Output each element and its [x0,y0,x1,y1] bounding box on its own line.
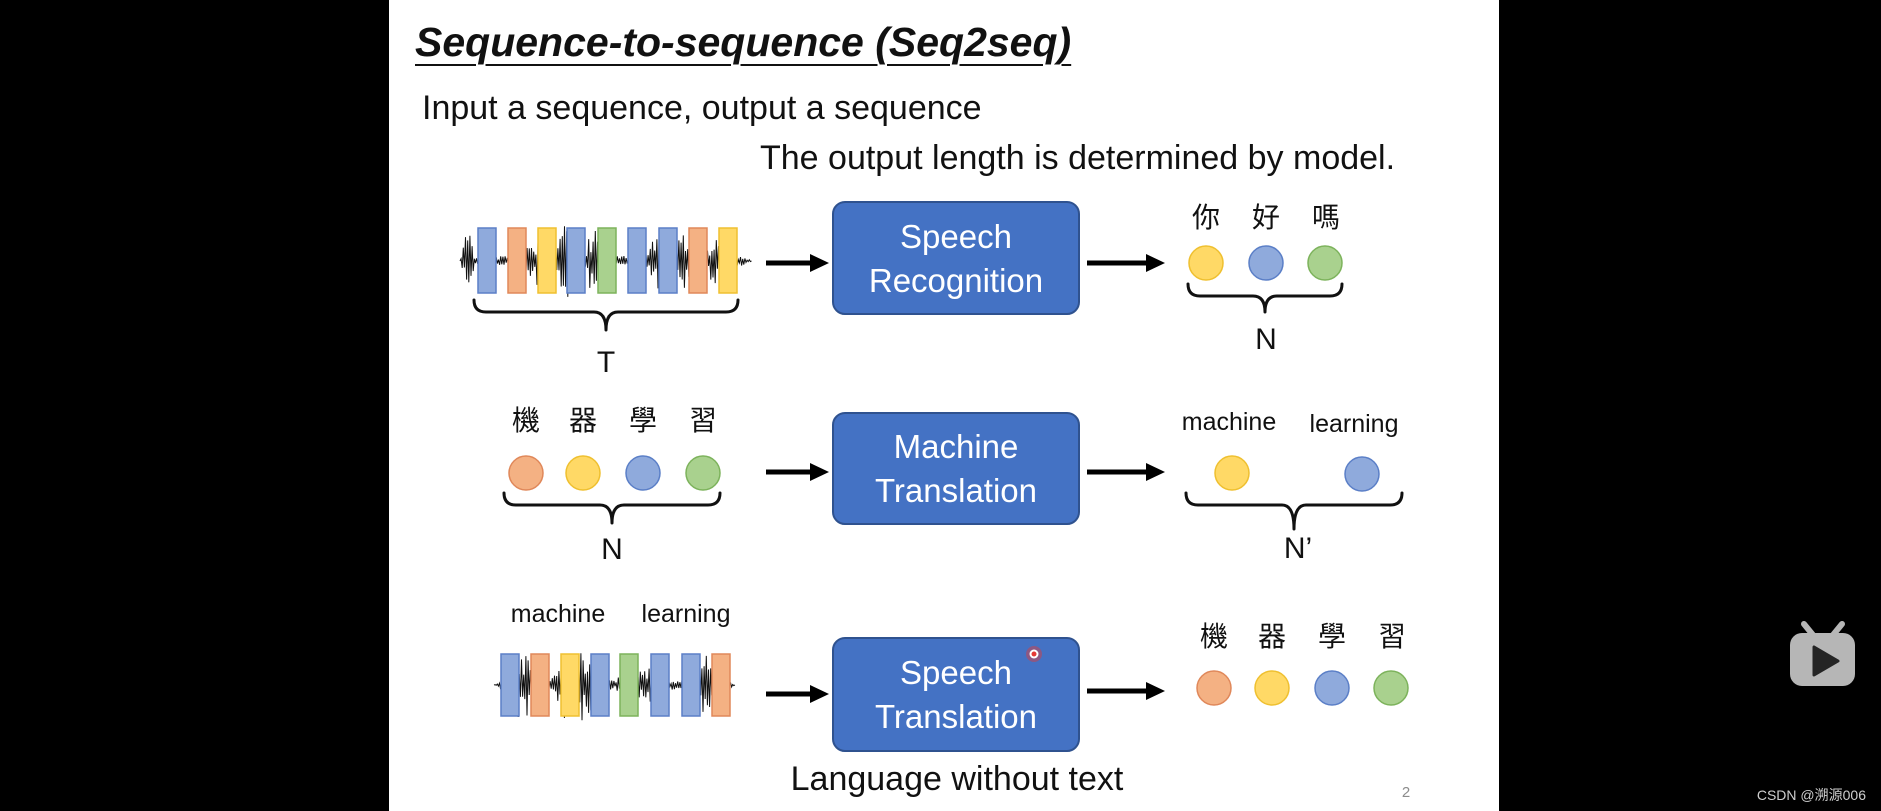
task-box-background [832,637,1080,752]
task-name-line1: Speech [900,654,1012,691]
input-vector [685,455,721,491]
input-vector [508,455,544,491]
acoustic-feature-vector [658,227,678,294]
right-arrow-icon [766,254,829,272]
task-name-line2: Translation [875,472,1037,509]
input-token: 機 [512,404,540,437]
output-token: machine [1182,408,1277,436]
output-token: 學 [1318,620,1346,653]
acoustic-feature-vector [537,227,557,294]
acoustic-feature-vector [507,227,527,294]
acoustic-feature-vector [688,227,708,294]
task-box-background [832,201,1080,315]
machine-translation-row: 機 器 學 習 N Machine Translation [502,404,1404,566]
output-vector [1188,245,1224,281]
speech-translation-row: machine learning Speech Translation [493,600,1409,798]
output-length-brace [1186,282,1344,314]
spoken-word-label: learning [642,600,731,628]
acoustic-feature-vector [530,653,550,717]
task-name-line1: Machine [894,428,1019,465]
output-vector [1254,670,1290,706]
acoustic-feature-vector [650,653,670,717]
task-name-line1: Speech [900,218,1012,255]
input-token: 器 [569,404,597,437]
input-length-label: N [601,533,623,566]
output-vector [1373,670,1409,706]
output-vector [1248,245,1284,281]
laser-pointer-core [1031,651,1037,657]
speech-recognition-row: T Speech Recognition 你 好 嗎 N [459,201,1344,379]
slide-title: Sequence-to-sequence (Seq2seq) [415,19,1072,65]
output-vector [1307,245,1343,281]
task-name-line2: Translation [875,698,1037,735]
input-vector [625,455,661,491]
output-token: 機 [1200,620,1228,653]
right-arrow-icon [766,463,829,481]
spoken-word-label: machine [511,600,606,628]
output-token: 習 [1378,620,1406,653]
input-token: 習 [689,404,717,437]
task-box: Machine Translation [832,412,1080,525]
csdn-watermark: CSDN @溯源006 [1757,787,1866,803]
acoustic-feature-vector [560,653,580,717]
acoustic-feature-vector [597,227,617,294]
input-token: 學 [629,404,657,437]
output-vector [1214,455,1250,491]
output-length-label: N [1255,323,1277,356]
acoustic-feature-vector [500,653,520,717]
task-box: Speech Recognition [832,201,1080,315]
acoustic-feature-vector [566,227,586,294]
acoustic-feature-vector [681,653,701,717]
output-token: learning [1310,410,1399,438]
output-vector [1314,670,1350,706]
acoustic-feature-vector [718,227,738,294]
output-token: 好 [1252,201,1280,234]
output-vector [1344,456,1380,492]
task-box: Speech Translation [832,637,1080,752]
output-token: 嗎 [1312,201,1340,234]
right-arrow-icon [1087,682,1165,700]
input-length-label: T [597,346,615,379]
acoustic-feature-vector [477,227,497,294]
task-name-line2: Recognition [869,262,1043,299]
slide-caption: Language without text [791,760,1124,798]
input-vector [565,455,601,491]
slide-page-number: 2 [1402,784,1410,801]
input-length-brace [472,298,740,332]
right-arrow-icon [766,685,829,703]
output-token: 器 [1258,620,1286,653]
input-length-brace [502,491,722,525]
right-arrow-icon [1087,254,1165,272]
task-box-background [832,412,1080,525]
acoustic-feature-vector [627,227,647,294]
output-length-label: N’ [1284,532,1312,565]
acoustic-feature-vector [590,653,610,717]
slide-note: The output length is determined by model… [760,139,1395,177]
acoustic-feature-vector [619,653,639,717]
acoustic-feature-vector [711,653,731,717]
output-token: 你 [1192,201,1220,234]
right-arrow-icon [1087,463,1165,481]
bilibili-tv-play-icon [1790,621,1855,686]
slide-subtitle: Input a sequence, output a sequence [422,89,982,127]
output-vector [1196,670,1232,706]
laser-pointer-dot [1026,646,1042,662]
output-length-brace [1184,491,1404,531]
